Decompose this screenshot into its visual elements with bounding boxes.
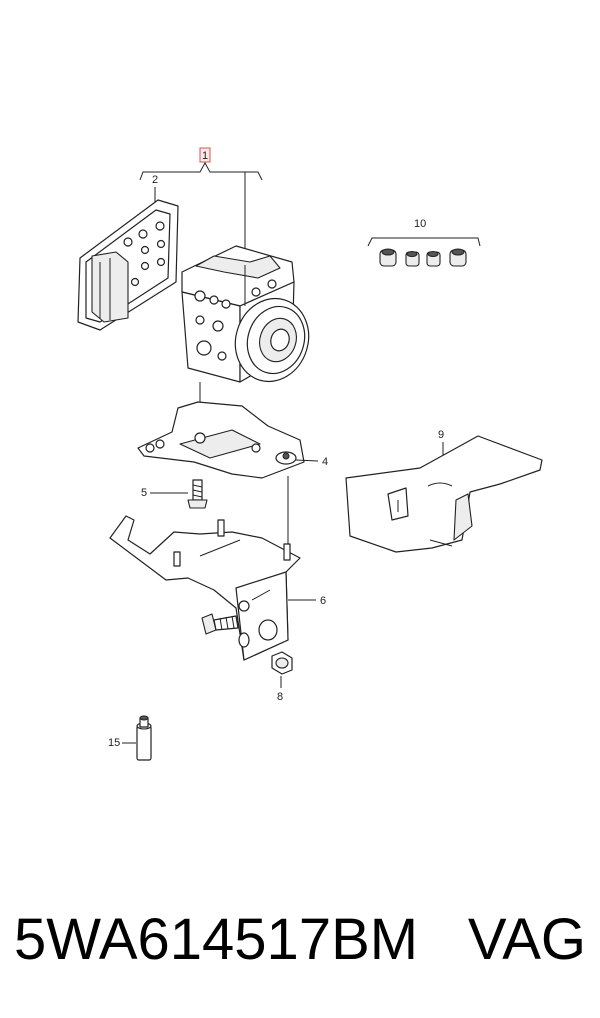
bolt[interactable]: [187, 479, 208, 509]
callout-4[interactable]: 4: [322, 456, 328, 468]
mounting-bracket[interactable]: [137, 401, 305, 479]
seal-plug-1: [379, 248, 397, 267]
nut[interactable]: [271, 651, 293, 675]
leader-4: [295, 459, 319, 462]
callout-1-label: 1: [202, 150, 208, 162]
callout-2[interactable]: 2: [152, 174, 158, 186]
callout-6[interactable]: 6: [320, 595, 326, 607]
callout-10[interactable]: 10: [414, 218, 426, 230]
seal-plug-2: [405, 251, 420, 267]
brand-label: VAG: [467, 907, 586, 972]
callout-5[interactable]: 5: [141, 487, 147, 499]
hydraulic-unit[interactable]: [181, 245, 319, 438]
cover-bracket[interactable]: [345, 435, 543, 553]
seal-plug-3: [426, 251, 441, 267]
bracket-10: [367, 237, 481, 247]
caption: 5WA614517BM VAG: [0, 900, 600, 980]
control-module[interactable]: [77, 199, 179, 331]
callout-15[interactable]: 15: [108, 737, 120, 749]
seal-plug-4: [449, 248, 467, 267]
callout-9[interactable]: 9: [438, 429, 444, 441]
callout-1[interactable]: 1: [199, 147, 211, 163]
callout-8[interactable]: 8: [277, 691, 283, 703]
parts-diagram: 1 2: [77, 147, 543, 761]
seal-plugs[interactable]: [379, 248, 467, 267]
sleeve[interactable]: [136, 715, 152, 761]
part-number: 5WA614517BM: [14, 907, 419, 972]
support-bracket[interactable]: [109, 515, 301, 661]
screw[interactable]: [201, 613, 239, 635]
